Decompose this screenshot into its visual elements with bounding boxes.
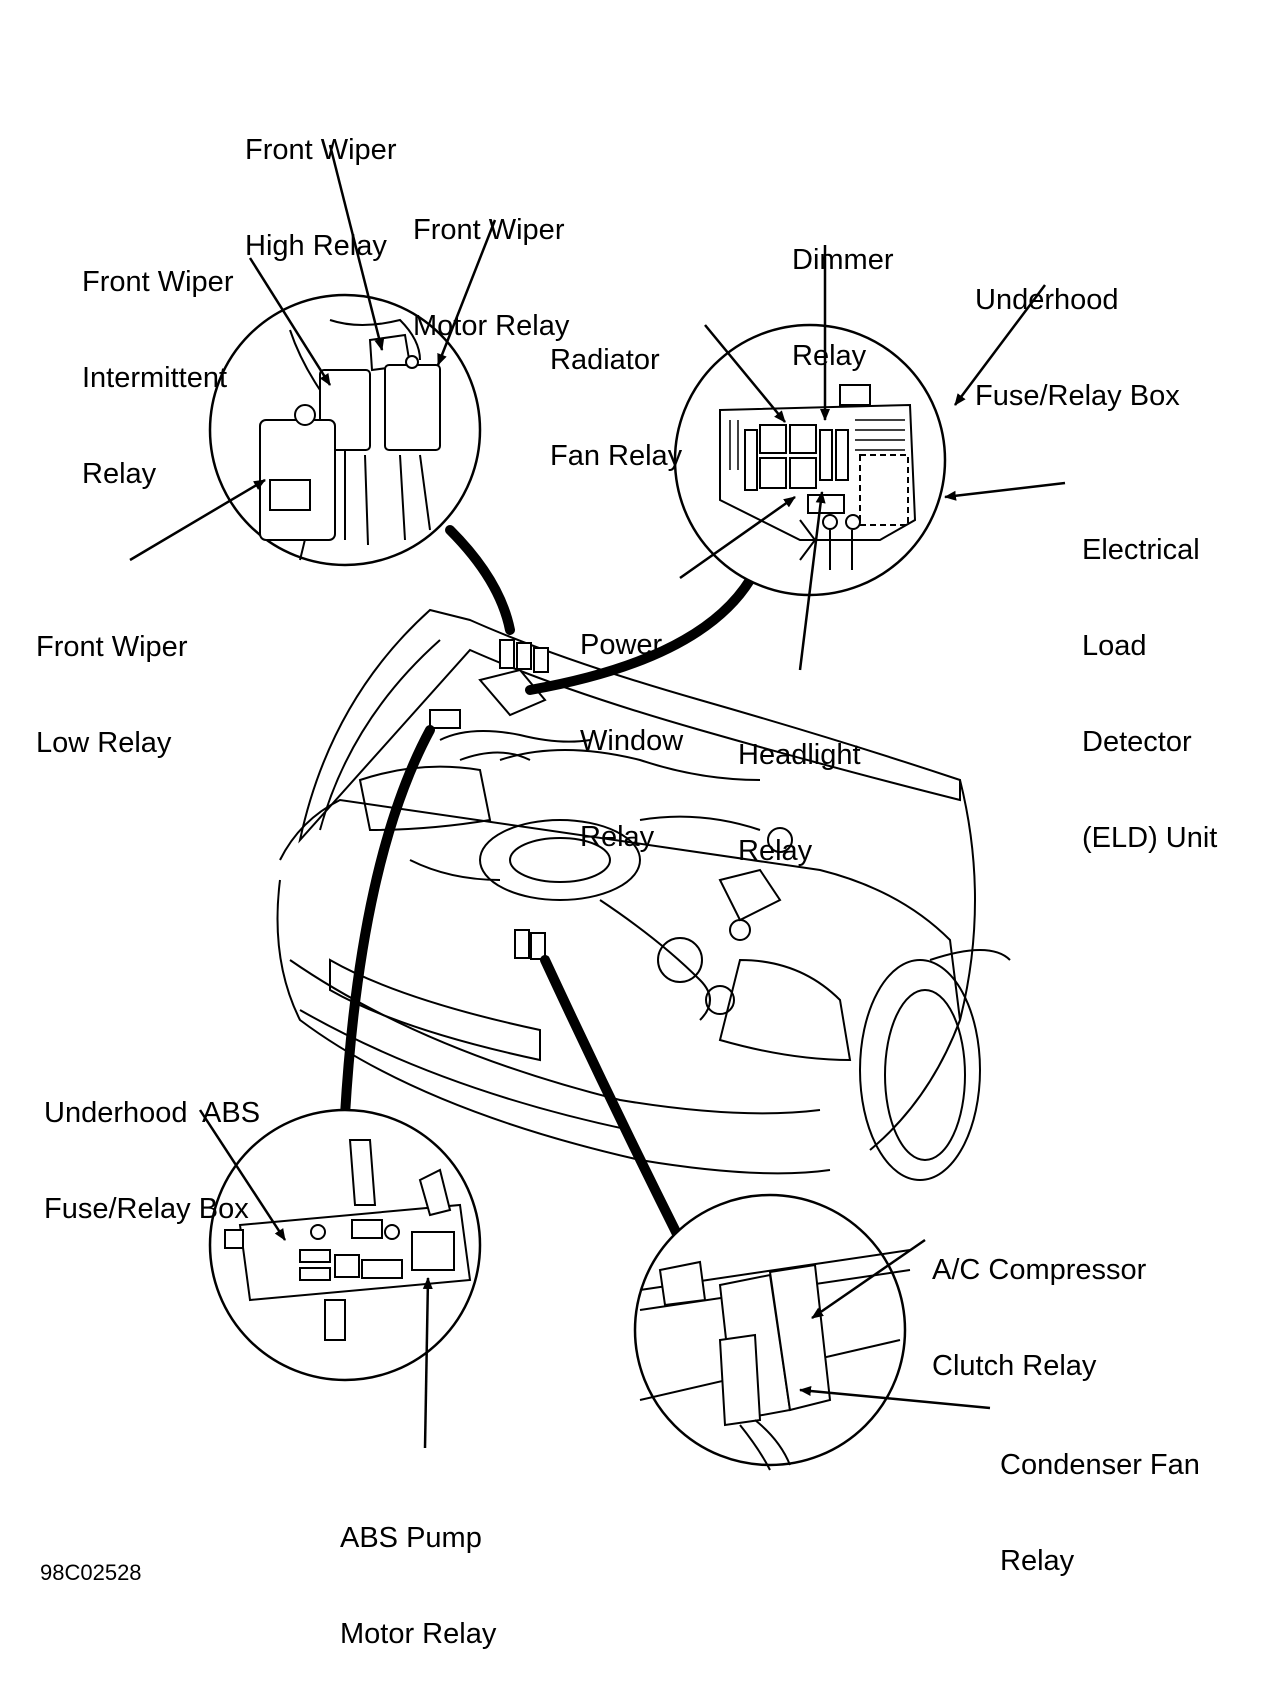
label-front-wiper-low-relay: Front Wiper Low Relay — [36, 631, 188, 759]
label-front-wiper-intermittent-relay: Front Wiper Intermittent Relay — [82, 266, 234, 490]
label-underhood-abs-fuse-relay-box: Underhood ABS Fuse/Relay Box — [44, 1097, 261, 1225]
car-illustration — [278, 610, 1011, 1180]
label-ac-compressor-clutch-relay: A/C Compressor Clutch Relay — [932, 1254, 1147, 1382]
label-abs-pump-motor-relay: ABS Pump Motor Relay — [340, 1522, 497, 1650]
label-condenser-fan-relay: Condenser Fan Relay — [1000, 1449, 1200, 1577]
figure-code: 98C02528 — [40, 1560, 142, 1585]
callout-connectors — [345, 530, 750, 1240]
label-radiator-fan-relay: Radiator Fan Relay — [550, 344, 683, 472]
label-front-wiper-motor-relay: Front Wiper Motor Relay — [413, 214, 570, 342]
label-headlight-relay: Headlight Relay — [738, 739, 861, 867]
label-electrical-load-detector: Electrical Load Detector (ELD) Unit — [1082, 534, 1218, 854]
abs-fuse-box-detail — [210, 1110, 480, 1380]
label-underhood-fuse-relay-box: Underhood Fuse/Relay Box — [975, 284, 1180, 412]
ac-condenser-relays-detail — [635, 1195, 910, 1470]
wiper-relays-detail — [210, 295, 480, 565]
label-dimmer-relay: Dimmer Relay — [792, 244, 894, 372]
underhood-fuse-box-detail — [675, 325, 945, 595]
label-power-window-relay: Power Window Relay — [580, 629, 684, 853]
leader-arrows — [130, 145, 1065, 1448]
label-front-wiper-high-relay: Front Wiper High Relay — [245, 134, 397, 262]
